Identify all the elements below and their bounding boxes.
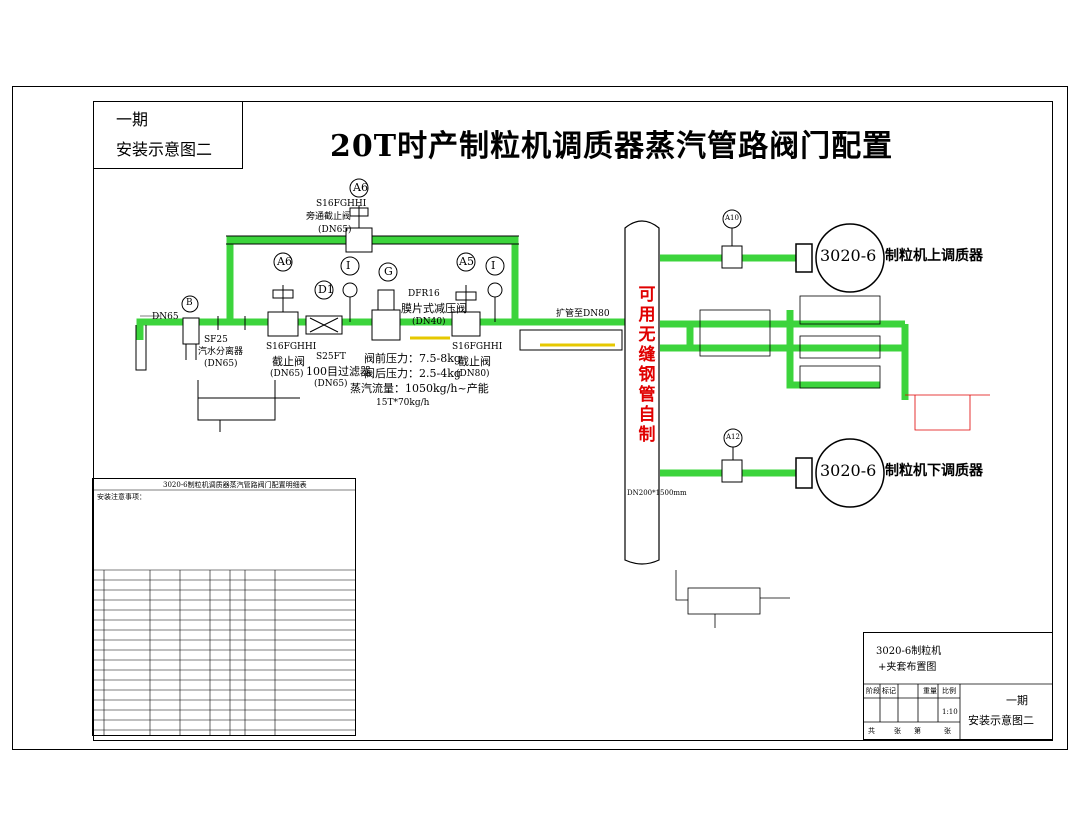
tb-h3: 重量 <box>923 687 937 695</box>
spec-table-grid <box>92 489 356 736</box>
steam-flow: 蒸汽流量：1050kg/h~产能 <box>350 382 489 395</box>
filter-name: 100目过滤器 <box>306 365 371 378</box>
tb-name1: 3020-6制粒机 <box>876 646 942 657</box>
drawing-frame <box>93 101 1053 741</box>
tb-f3: 第 <box>914 727 921 735</box>
flow-capacity: 15T*70kg/h <box>376 398 430 408</box>
valve2-name: 截止阀 <box>458 355 491 368</box>
title-box: 一期 安装示意图二 <box>93 101 243 169</box>
steam-column <box>624 220 660 565</box>
phase-label: 一期 <box>116 110 149 129</box>
tag-i1: I <box>346 259 351 272</box>
lower-model: 3020-6 <box>820 461 877 480</box>
tag-a10: A10 <box>725 214 739 222</box>
upper-conditioner-label: 制粒机上调质器 <box>885 248 983 264</box>
steam-pipes <box>136 236 909 477</box>
tag-b: B <box>186 298 193 308</box>
tag-i2: I <box>491 259 496 272</box>
prv-name: 膜片式减压阀 <box>401 302 467 315</box>
tag-a6: A6 <box>277 255 292 268</box>
upper-model: 3020-6 <box>820 246 877 265</box>
sep-size: (DN65) <box>204 359 238 369</box>
spec-table: 3020-6制粒机调质器蒸汽管路阀门配置明细表 安装注意事项： <box>92 478 356 736</box>
valve1-model: S16FGHHI <box>266 342 317 352</box>
dn65-label: DN65 <box>152 312 179 322</box>
tag-d1: D1 <box>318 283 334 296</box>
bypass-valve <box>345 178 373 253</box>
valve2-model: S16FGHHI <box>452 342 503 352</box>
notes-title: 安装注意事项： <box>97 493 146 501</box>
sep-name: 汽水分离器 <box>198 347 244 357</box>
pressure-before: 阀前压力：7.5-8kg <box>364 352 461 365</box>
sep-model: SF25 <box>204 335 228 345</box>
tb-scale: 1:10 <box>942 708 958 716</box>
tb-f4: 张 <box>944 727 951 735</box>
pressure-after: 阀后压力：2.5-4kg <box>364 367 461 380</box>
filter-size: (DN65) <box>314 379 348 389</box>
tag-a5: A5 <box>459 255 474 268</box>
tb-subtitle: 安装示意图二 <box>968 714 1034 727</box>
prv-size: (DN40) <box>412 317 446 327</box>
tag-a12: A12 <box>726 433 740 441</box>
bypass-size: (DN65) <box>318 225 352 235</box>
outer-frame <box>12 86 1068 750</box>
valve2-size: (DN80) <box>456 369 490 379</box>
valve1-name: 截止阀 <box>272 355 305 368</box>
expand-label: 扩管至DN80 <box>556 309 610 319</box>
tb-h4: 比例 <box>942 687 956 695</box>
prv-model: DFR16 <box>408 289 440 299</box>
tb-name2: +夹套布置图 <box>878 662 937 673</box>
subtitle-label: 安装示意图二 <box>116 140 213 159</box>
bypass-name: 旁通截止阀 <box>306 212 352 222</box>
tb-f1: 共 <box>868 727 875 735</box>
bypass-model: S16FGHHI <box>316 199 367 209</box>
tb-h1: 阶段 <box>866 687 880 695</box>
valve1-size: (DN65) <box>270 369 304 379</box>
column-note: 可用无缝钢管自制 <box>638 285 656 445</box>
tag-a6-top: A6 <box>353 181 368 194</box>
drawing-title: 20T时产制粒机调质器蒸汽管路阀门配置 <box>330 129 894 164</box>
tb-h2: 标记 <box>882 687 896 695</box>
table-heading: 3020-6制粒机调质器蒸汽管路阀门配置明细表 <box>163 481 307 489</box>
filter-model: S25FT <box>316 352 346 362</box>
tb-f2: 张 <box>894 727 901 735</box>
lower-conditioner-label: 制粒机下调质器 <box>885 463 983 479</box>
tb-phase: 一期 <box>1006 694 1028 707</box>
title-block: 3020-6制粒机 +夹套布置图 阶段 标记 重量 比例 1:10 共 张 第 … <box>863 632 1053 740</box>
column-size: DN200*1500mm <box>627 489 687 497</box>
tag-g: G <box>384 265 393 278</box>
